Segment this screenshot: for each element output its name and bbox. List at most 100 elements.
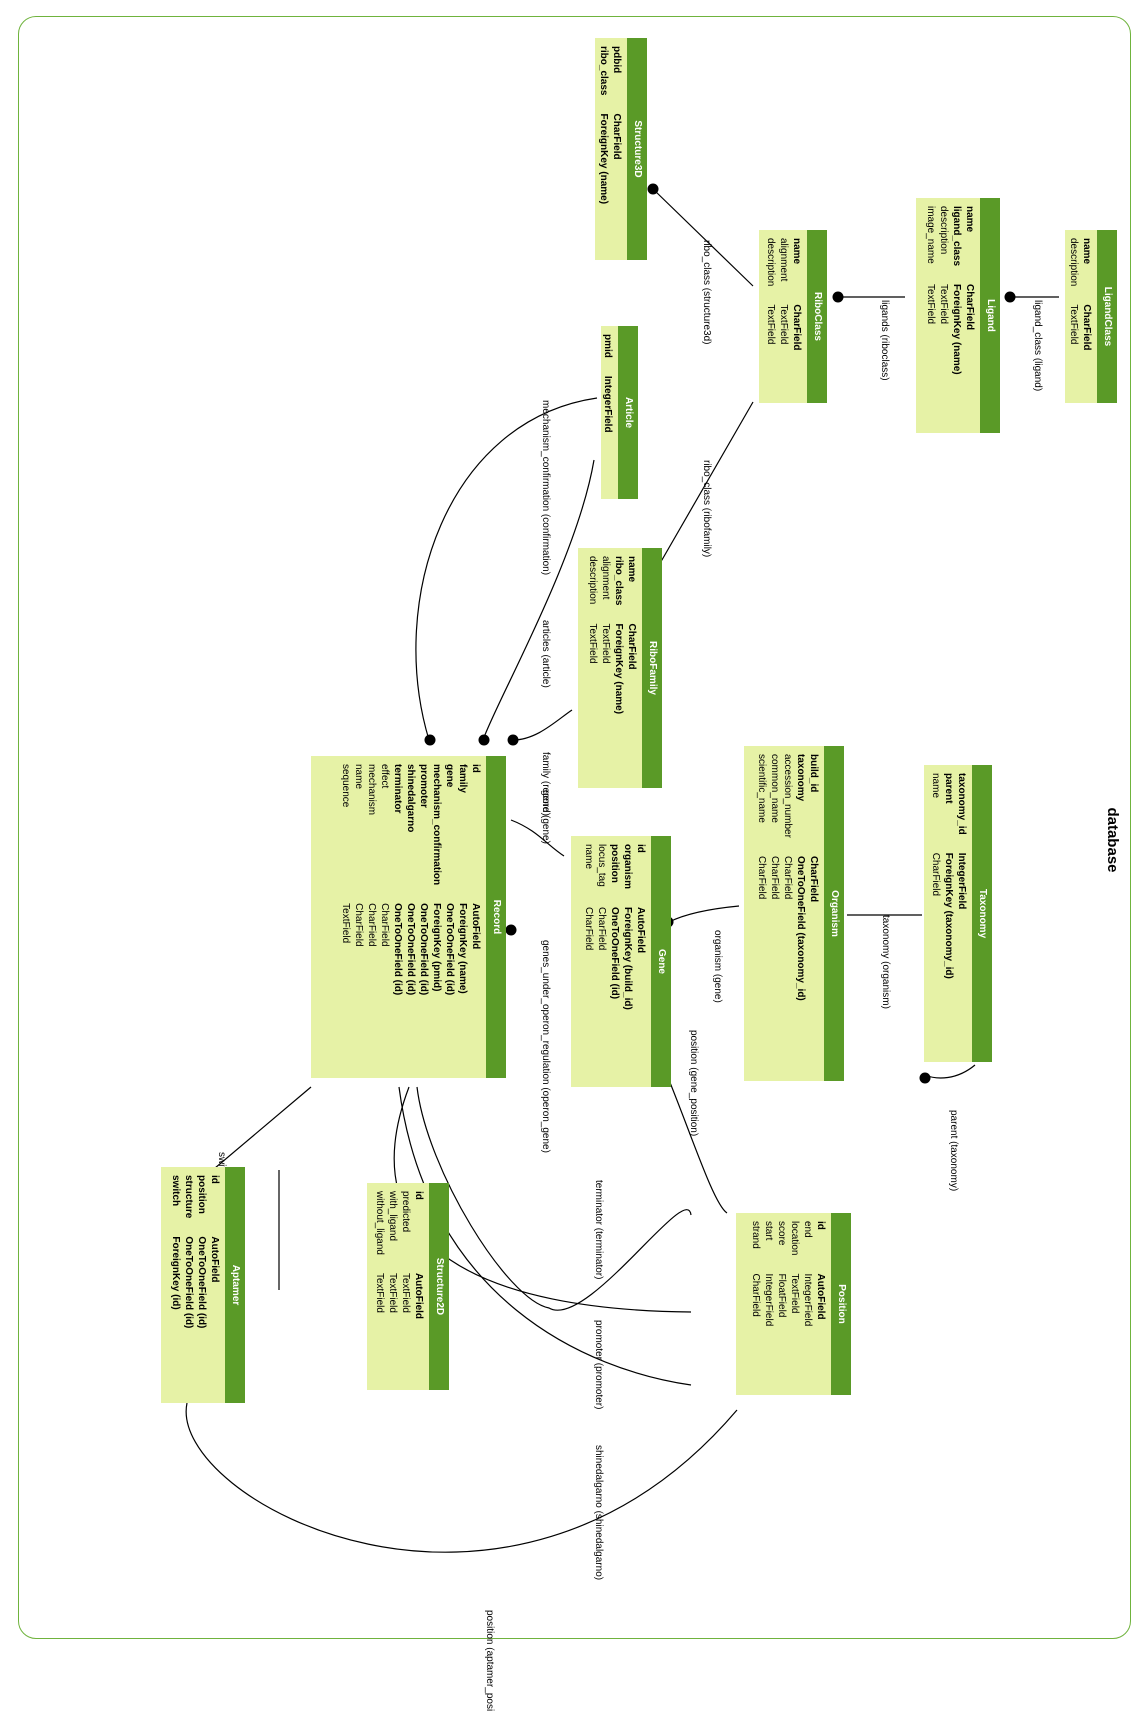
edge-label: position (gene_position): [688, 1030, 699, 1136]
field-type: AutoField: [470, 903, 481, 950]
field-name: id: [635, 844, 646, 853]
edge-line: [512, 709, 573, 741]
model-title: Structure3D: [627, 38, 647, 260]
field-type: CharField: [930, 852, 941, 897]
field-name: switch: [170, 1175, 181, 1207]
field-name: name: [964, 206, 975, 233]
field-type: CharField: [366, 903, 377, 947]
edge-label: family (record): [540, 752, 551, 816]
edge-label: organism (gene): [712, 930, 723, 1003]
field-type: TextField: [778, 304, 789, 345]
field-name: pdbid: [611, 46, 622, 74]
field-type: TextField: [925, 284, 936, 325]
edge-label: mechanism_confirmation (confirmation): [540, 400, 551, 575]
edge-label: ligands (riboclass): [879, 300, 890, 381]
model-title: Gene: [651, 836, 671, 1087]
field-name: position: [196, 1175, 207, 1214]
field-name: pmid: [602, 334, 613, 358]
field-name: scientific_name: [756, 754, 767, 823]
field-name: description: [1068, 238, 1079, 287]
field-name: parent: [943, 773, 954, 804]
field-name: effect: [379, 764, 390, 789]
field-type: ForeignKey (name): [598, 113, 609, 205]
field-name: terminator: [392, 764, 403, 814]
field-name: with_ligand: [387, 1191, 398, 1242]
field-type: OneToOneField (id): [444, 903, 455, 996]
field-type: CharField: [353, 903, 364, 947]
edge-line: [415, 397, 598, 741]
edge-line: [185, 1402, 738, 1553]
field-type: CharField: [750, 1273, 761, 1317]
field-type: CharField: [596, 907, 607, 951]
field-name: name: [353, 764, 364, 790]
field-name: name: [1081, 238, 1092, 265]
field-type: AutoField: [413, 1272, 424, 1320]
model-title: Article: [618, 326, 638, 499]
edge-line: [482, 459, 595, 741]
field-type: CharField: [808, 855, 819, 903]
field-type: OneToOneField (id): [405, 903, 416, 996]
field-name: without_ligand: [374, 1191, 385, 1255]
field-name: ligand_class: [951, 206, 962, 267]
field-type: ForeignKey (id): [170, 1236, 181, 1310]
field-type: CharField: [583, 907, 594, 951]
field-name: predicted: [400, 1191, 411, 1233]
field-type: ForeignKey (name): [951, 284, 962, 375]
field-type: AutoField: [209, 1236, 220, 1283]
field-type: TextField: [340, 903, 351, 944]
model-title: RiboClass: [807, 230, 827, 403]
field-name: structure: [183, 1175, 194, 1219]
field-type: OneToOneField (taxonomy_id): [795, 855, 806, 1001]
field-name: common_name: [769, 754, 780, 823]
edge-endpoint-dot: [505, 924, 517, 936]
field-type: OneToOneField (id): [392, 903, 403, 996]
field-name: name: [583, 844, 594, 870]
field-name: description: [765, 238, 776, 287]
field-type: TextField: [1068, 304, 1079, 345]
field-type: TextField: [938, 284, 949, 325]
field-name: name: [626, 556, 637, 583]
field-type: ForeignKey (name): [613, 623, 624, 715]
edge-line: [654, 401, 754, 573]
field-type: CharField: [379, 903, 390, 947]
field-type: TextField: [789, 1273, 800, 1314]
field-type: ForeignKey (pmid): [431, 903, 442, 992]
field-name: alignment: [778, 238, 789, 282]
edge-label: position (aptamer_position): [484, 1610, 495, 1711]
edge-label: taxonomy (organism): [880, 915, 891, 1009]
field-type: CharField: [769, 855, 780, 900]
